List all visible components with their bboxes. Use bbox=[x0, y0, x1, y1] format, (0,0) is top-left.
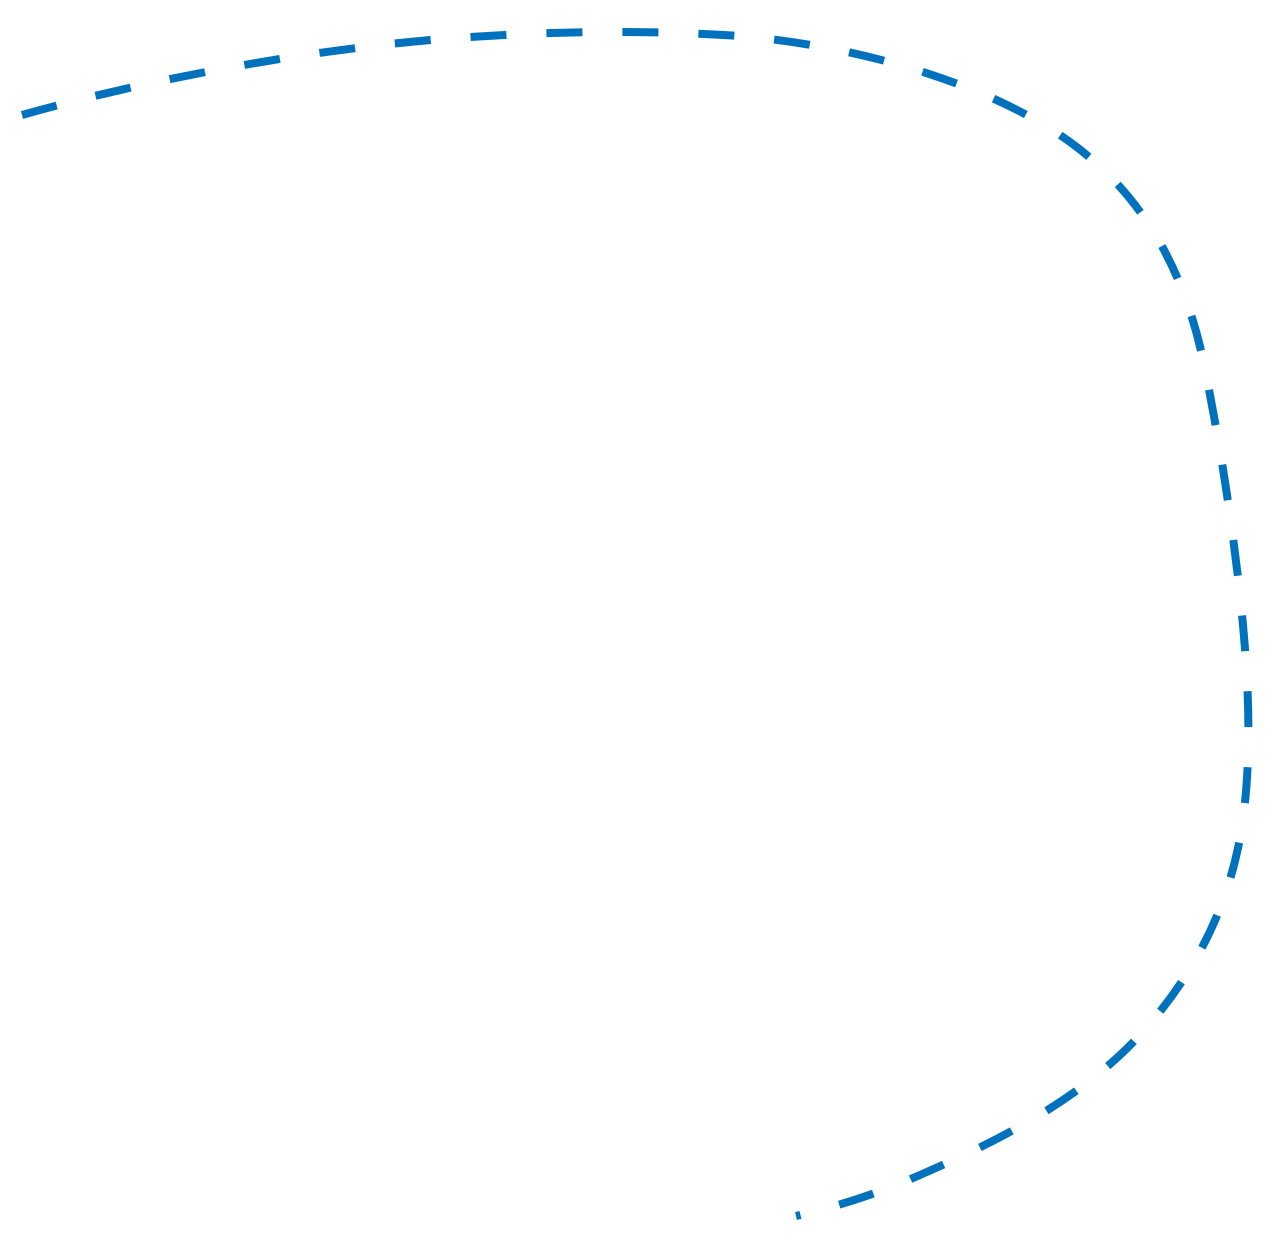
background bbox=[0, 0, 1285, 1259]
drawing-canvas bbox=[0, 0, 1285, 1259]
